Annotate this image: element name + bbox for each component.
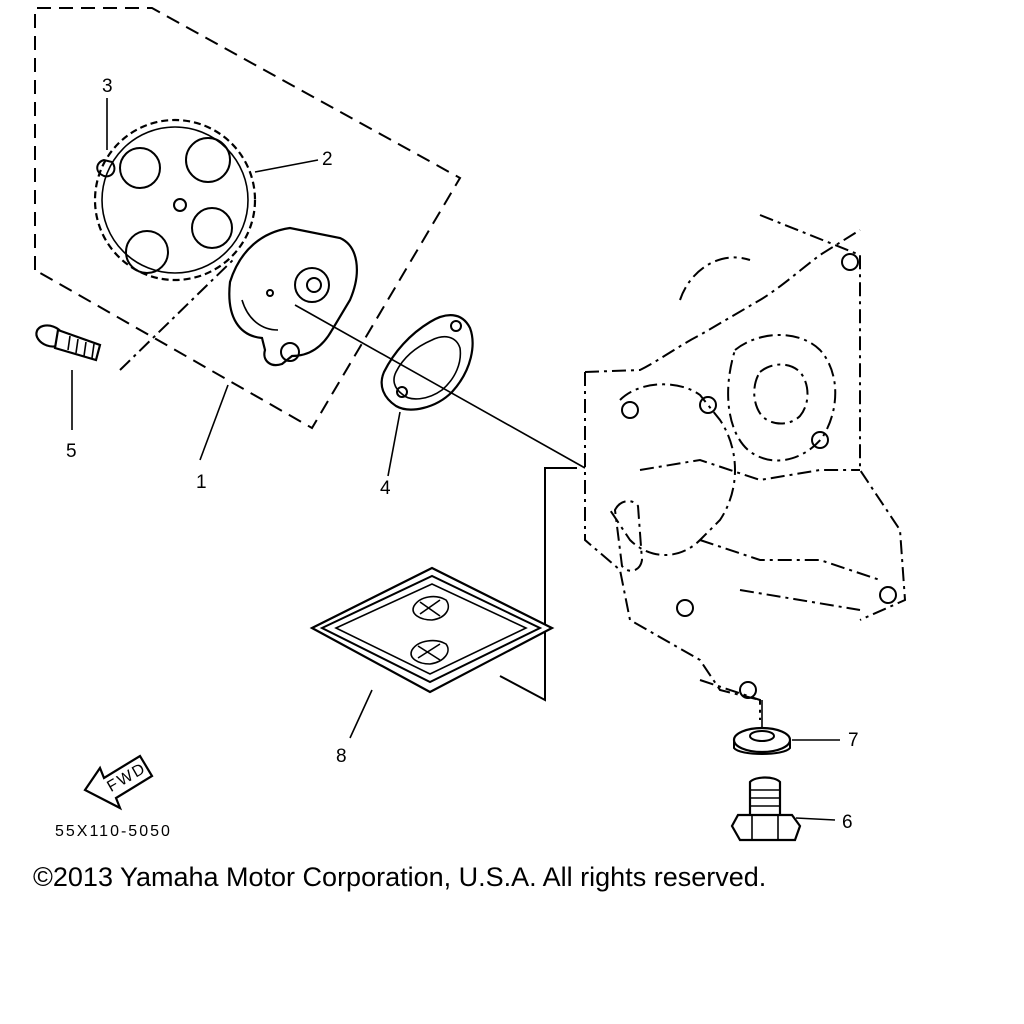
part-1-pump-housing (228, 226, 358, 367)
callout-5: 5 (66, 441, 77, 462)
callout-2: 2 (322, 149, 333, 170)
part-2-drive-gear (93, 118, 319, 282)
fwd-arrow-icon: FWD (83, 754, 154, 811)
part-7-washer (732, 726, 840, 755)
part-3-clip (96, 98, 116, 178)
callout-4: 4 (380, 478, 391, 499)
callout-3: 3 (102, 76, 113, 97)
callout-8: 8 (336, 746, 347, 767)
callout-6: 6 (842, 812, 853, 833)
part-5-bolt (35, 324, 102, 430)
strainer-bracket-line (499, 467, 577, 702)
copyright-notice: ©2013 Yamaha Motor Corporation, U.S.A. A… (33, 862, 767, 892)
part-4-gasket (380, 314, 474, 477)
drawing-code: 55X110-5050 (55, 823, 172, 840)
callout-1: 1 (196, 472, 207, 493)
crankcase (584, 214, 907, 720)
part-8-strainer (309, 566, 555, 739)
part-6-drain-bolt (730, 776, 836, 842)
callout-1-leader (199, 384, 229, 461)
callout-7: 7 (848, 730, 859, 751)
assembly-1-boundary (34, 7, 462, 430)
assembly-axis-pump (294, 304, 586, 469)
